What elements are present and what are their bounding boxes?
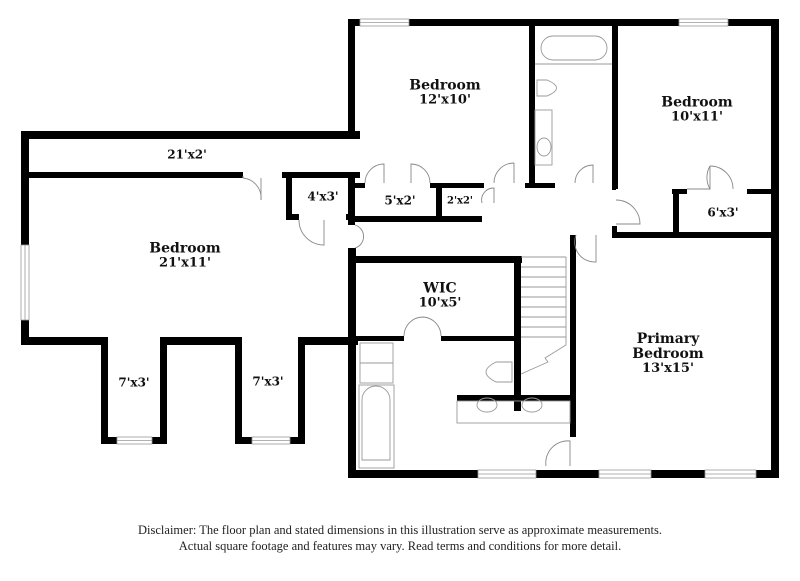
room-label-wic: WIC 10'x5': [419, 281, 462, 310]
room-name: Bedroom: [409, 77, 481, 94]
walls: [21, 19, 779, 478]
room-label-bedroom-left: Bedroom 21'x11': [149, 241, 220, 270]
disclaimer-line-2: Actual square footage and features may v…: [178, 539, 622, 553]
room-dimensions: 10'x11': [671, 109, 723, 125]
room-label-closet-2x2: 2'x2': [446, 195, 474, 208]
room-label-closet-5x2: 5'x2': [384, 193, 416, 208]
staircase: [520, 256, 567, 375]
room-dimensions: 12'x10': [419, 92, 471, 108]
room-label-closet-4x3: 4'x3': [307, 189, 339, 204]
room-name: Bedroom: [149, 240, 221, 257]
room-dimensions: 6'x3': [707, 205, 739, 220]
room-dimensions: 5'x2': [384, 193, 416, 208]
disclaimer: Disclaimer: The floor plan and stated di…: [0, 522, 800, 554]
room-dimensions: 4'x3': [307, 189, 339, 204]
room-label-primary-bedroom: Primary Bedroom 13'x15': [632, 330, 704, 377]
room-label-bedroom-right: Bedroom 10'x11': [661, 95, 732, 124]
room-dimensions: 7'x3': [252, 374, 284, 389]
room-label-bedroom-top: Bedroom 12'x10': [409, 78, 480, 107]
room-label-closet-7x3-b: 7'x3': [252, 374, 284, 389]
room-dimensions: 7'x3': [118, 375, 150, 390]
disclaimer-line-1: Disclaimer: The floor plan and stated di…: [138, 523, 662, 537]
room-dimensions: 2'x2': [446, 195, 474, 207]
room-label-closet-7x3-a: 7'x3': [118, 375, 150, 390]
room-name: WIC: [423, 280, 457, 297]
room-name: Bedroom: [661, 94, 733, 111]
floor-plan: [20, 18, 779, 479]
room-name-line2: Bedroom: [632, 345, 704, 362]
room-name-line1: Primary: [636, 330, 700, 347]
windows: [20, 18, 757, 479]
room-label-closet-21x2: 21'x2': [167, 147, 207, 162]
room-dimensions: 10'x5': [418, 295, 462, 311]
doors: [242, 162, 734, 467]
bathroom-fixtures: [358, 35, 612, 469]
room-dimensions: 21'x11': [159, 255, 211, 271]
room-dimensions: 21'x2': [167, 147, 207, 162]
room-label-closet-6x3: 6'x3': [707, 205, 739, 220]
room-dimensions: 13'x15': [642, 361, 694, 377]
